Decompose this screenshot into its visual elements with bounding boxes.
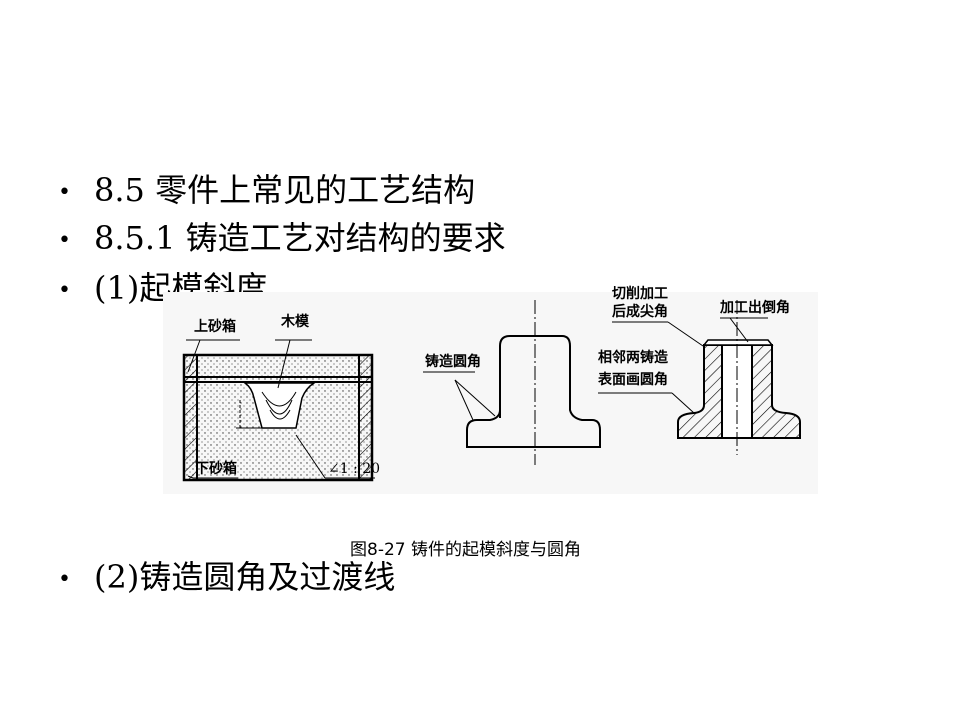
label-adjacent-line1: 相邻两铸造 bbox=[598, 350, 668, 366]
bullet-text: 8.5.1 铸造工艺对结构的要求 bbox=[94, 219, 506, 257]
label-wood-pattern: 木模 bbox=[281, 314, 309, 330]
label-cut-line2: 后成尖角 bbox=[612, 304, 668, 320]
label-upper-flask: 上砂箱 bbox=[194, 319, 236, 335]
label-cut-line1: 切削加工 bbox=[612, 286, 668, 302]
bullet-marker: • bbox=[58, 179, 71, 205]
label-lower-flask: 下砂箱 bbox=[195, 461, 237, 477]
sand-mold bbox=[182, 339, 375, 482]
label-adjacent-line2: 表面画圆角 bbox=[598, 372, 668, 388]
bullet-marker: • bbox=[58, 227, 71, 253]
figure-caption: 图8-27 铸件的起模斜度与圆角 bbox=[350, 540, 581, 560]
bullet-fillets: • (2)铸造圆角及过渡线 bbox=[58, 557, 395, 600]
casting-figure: 上砂箱 木模 下砂箱 ∠1 : 20 铸造圆角 切削加工 后成尖角 加工出倒角 … bbox=[163, 286, 818, 494]
bullet-text: 8.5 零件上常见的工艺结构 bbox=[94, 171, 476, 209]
label-chamfer: 加工出倒角 bbox=[720, 300, 790, 316]
bullet-text: (2)铸造圆角及过渡线 bbox=[94, 558, 396, 596]
bullet-subsection-title: • 8.5.1 铸造工艺对结构的要求 bbox=[58, 218, 506, 261]
bullet-marker: • bbox=[58, 566, 71, 592]
bullet-marker: • bbox=[58, 277, 71, 303]
bullet-section-title: • 8.5 零件上常见的工艺结构 bbox=[58, 170, 475, 213]
machined-section bbox=[598, 300, 801, 455]
label-cast-fillet: 铸造圆角 bbox=[425, 354, 481, 370]
casting-drawing bbox=[182, 300, 801, 482]
casting-with-fillets bbox=[423, 300, 601, 465]
label-draft-ratio: ∠1 : 20 bbox=[328, 461, 381, 477]
